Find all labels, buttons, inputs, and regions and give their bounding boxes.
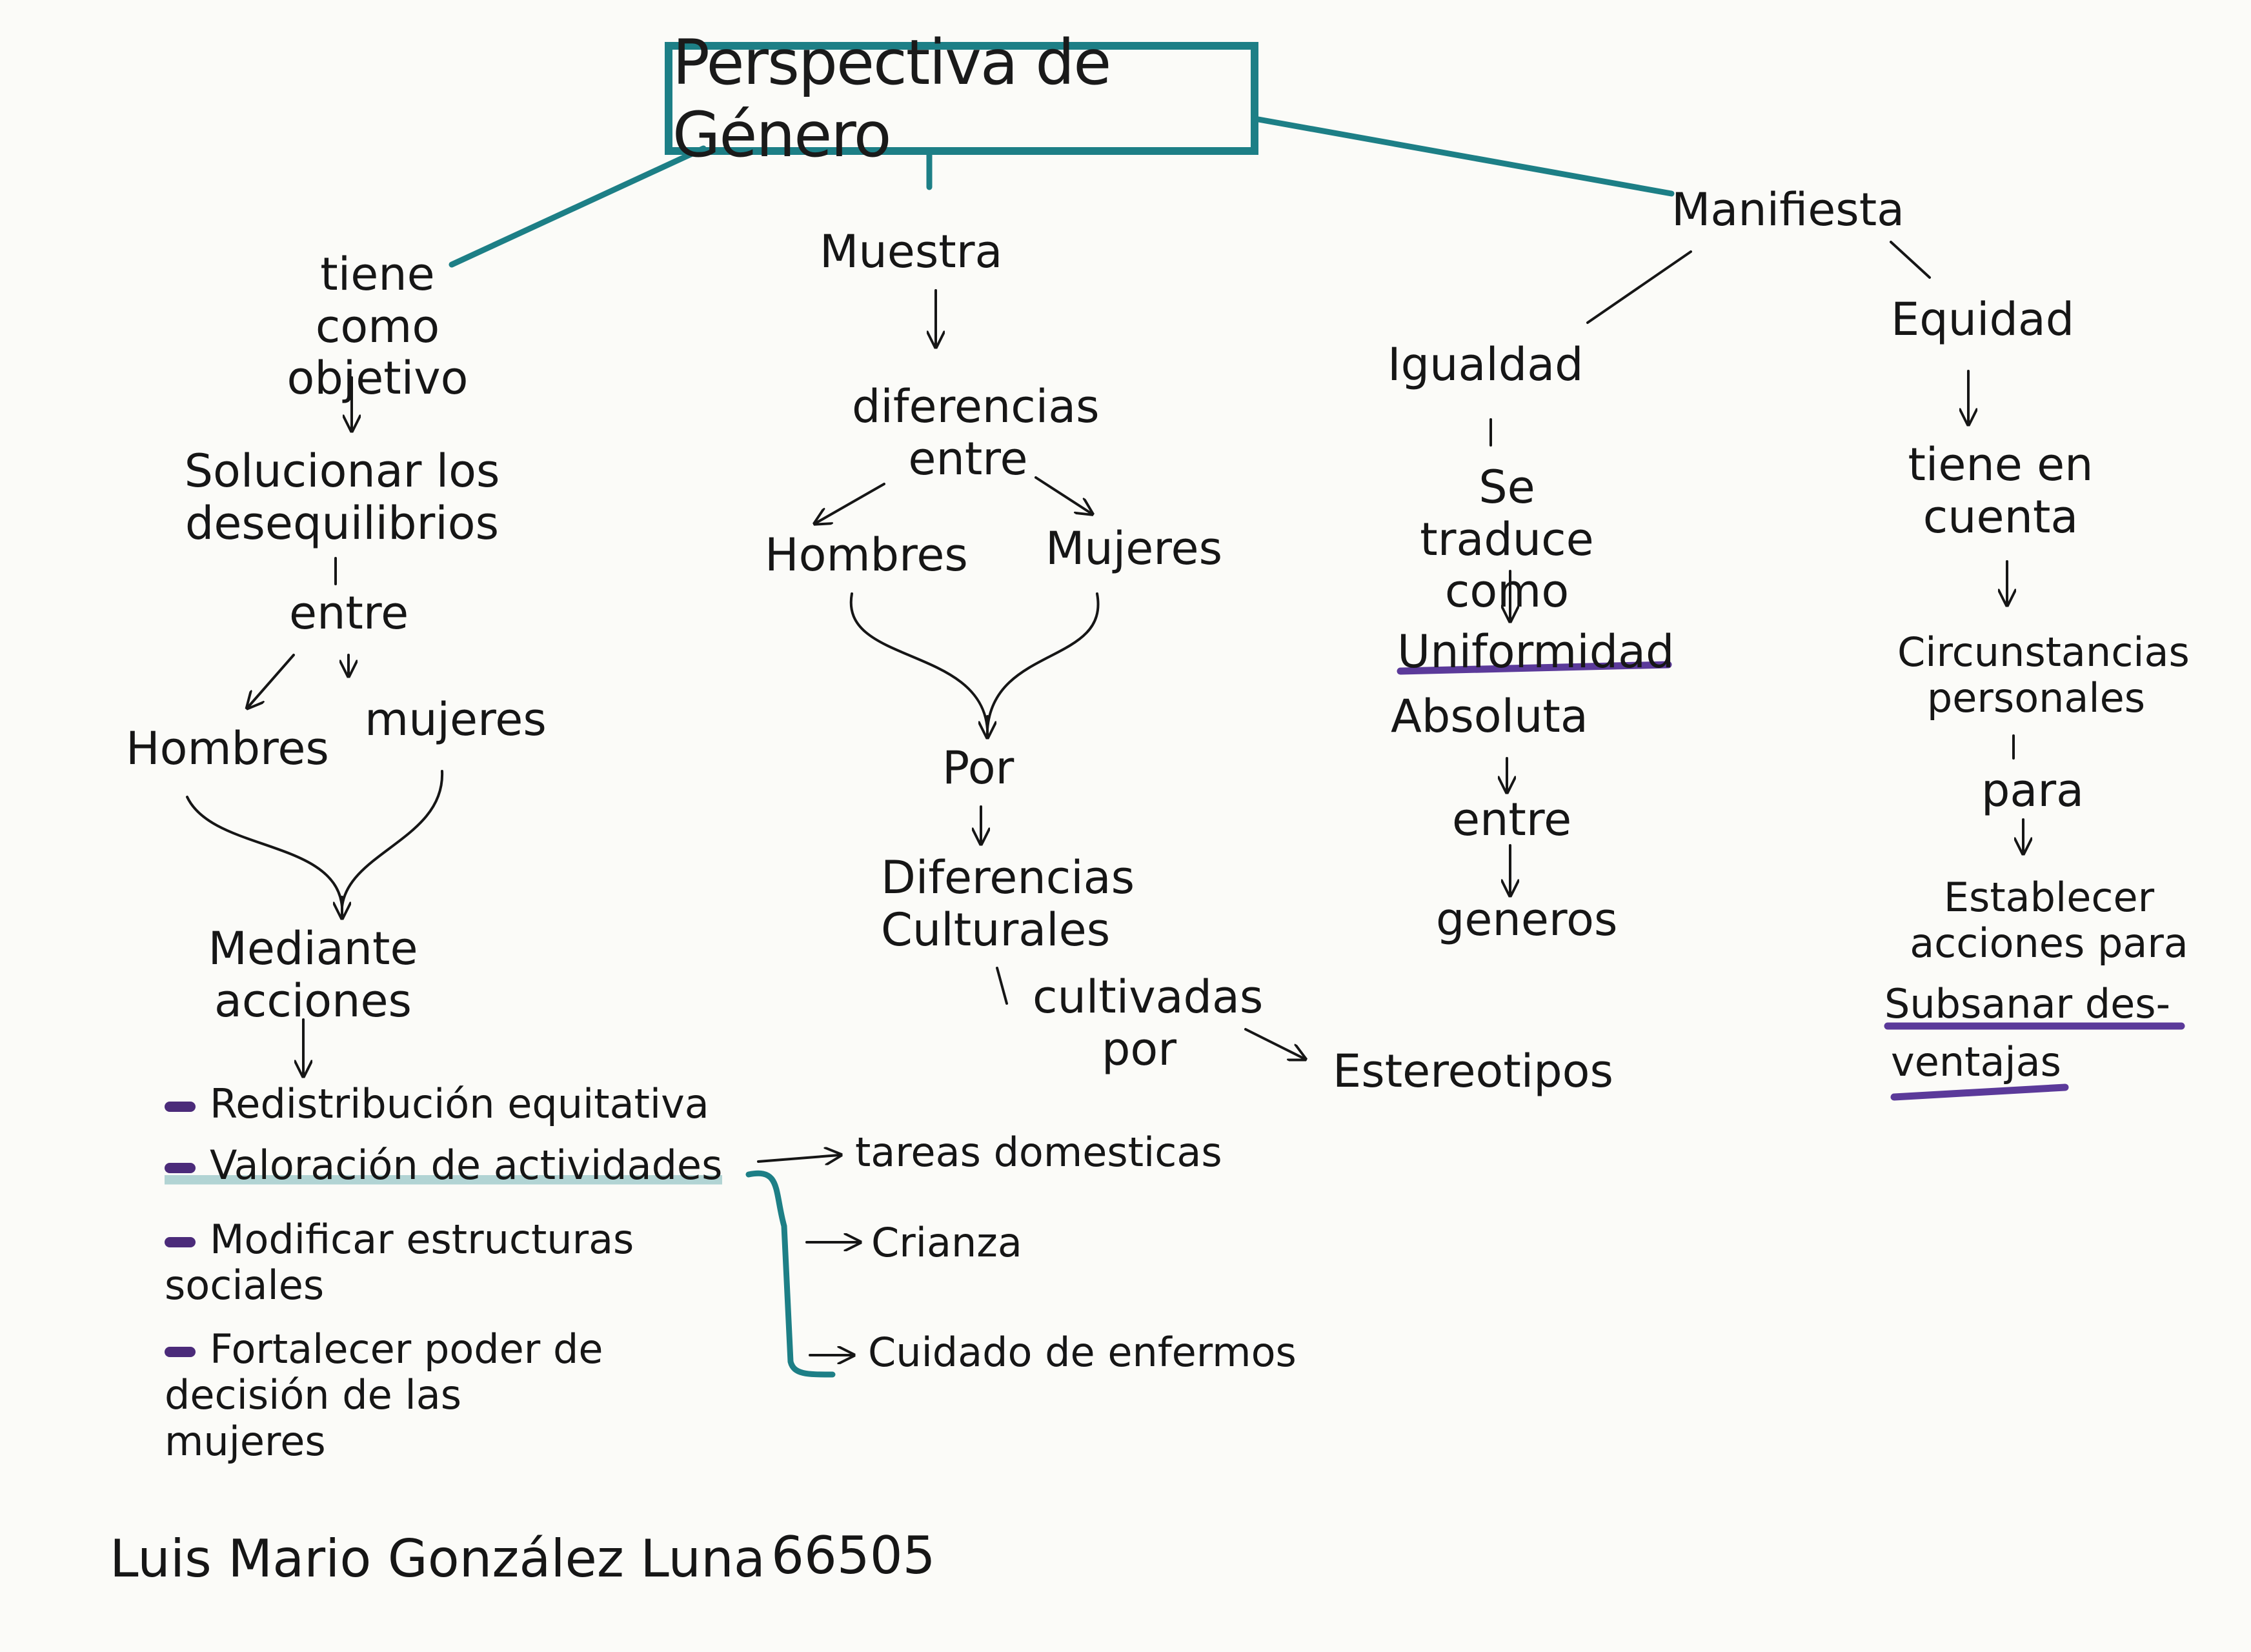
center-culturales: Diferencias Culturales (881, 851, 1135, 956)
center-cultivadas: cultivadas por (1033, 971, 1264, 1076)
equidad-ventajas: ventajas (1891, 1038, 2061, 1085)
equidad-head: Equidad (1891, 293, 2075, 346)
page-title: Perspectiva de Género (672, 26, 1111, 171)
igualdad-absoluta: Absoluta (1391, 690, 1588, 743)
center-mujeres: Mujeres (1045, 522, 1223, 575)
center-hombres: Hombres (765, 529, 968, 581)
bullet-mark (165, 1101, 196, 1112)
equidad-para: para (1981, 764, 2084, 817)
title-to-right-line (1255, 116, 1675, 197)
equidad-subsanar: Subsanar des- (1884, 980, 2170, 1027)
left-hombres: Hombres (126, 722, 329, 775)
actividades-bracket (745, 1170, 836, 1378)
igualdad-head: Igualdad (1388, 338, 1584, 391)
center-converge (849, 592, 1100, 730)
left-link-label: tiene como objetivo (287, 248, 469, 405)
author-name: Luis Mario González Luna (110, 1529, 765, 1589)
author-id: 66505 (771, 1526, 936, 1586)
center-link-label: Muestra (820, 225, 1003, 278)
bullet-mark (165, 1162, 196, 1173)
equidad-tiene: tiene en cuenta (1908, 438, 2094, 543)
accion-item: Fortalecer poder de decisión de las muje… (165, 1325, 603, 1465)
igualdad-traduce: Se traduce como (1420, 461, 1594, 618)
manifiesta-to-equidad-line (1890, 241, 1931, 279)
right-link-label: Manifiesta (1671, 183, 1905, 236)
equidad-establecer: Establecer acciones para (1910, 874, 2188, 967)
actividad-item: tareas domesticas (855, 1129, 1222, 1176)
accion-item: Modificar estructuras sociales (165, 1216, 634, 1309)
left-goal: Solucionar los desequilibrios (184, 445, 500, 550)
title-box: Perspectiva de Género (665, 26, 1258, 171)
igualdad-uniformidad: Uniformidad (1397, 625, 1675, 678)
bullet-mark (165, 1236, 196, 1247)
center-diferencias: diferencias entre (852, 380, 1100, 485)
left-mujeres: mujeres (365, 693, 547, 746)
left-mediante: Mediante acciones (208, 922, 418, 1027)
igualdad-generos: generos (1436, 893, 1618, 946)
center-estereotipos: Estereotipos (1333, 1045, 1613, 1098)
actividad-item: Crianza (871, 1219, 1022, 1266)
left-entre: entre (289, 587, 409, 640)
igualdad-entre: entre (1452, 793, 1572, 846)
actividad-item: Cuidado de enfermos (868, 1329, 1297, 1376)
hombres-mujeres-converge (186, 770, 444, 908)
accion-item: Valoración de actividades (165, 1142, 723, 1189)
equidad-circunstancias: Circunstancias personales (1897, 629, 2190, 722)
bullet-mark (165, 1346, 196, 1357)
title-to-left-line (449, 145, 707, 268)
accion-item: Redistribución equitativa (165, 1081, 709, 1127)
center-por: Por (942, 741, 1014, 794)
manifiesta-to-igualdad-line (1586, 250, 1692, 324)
